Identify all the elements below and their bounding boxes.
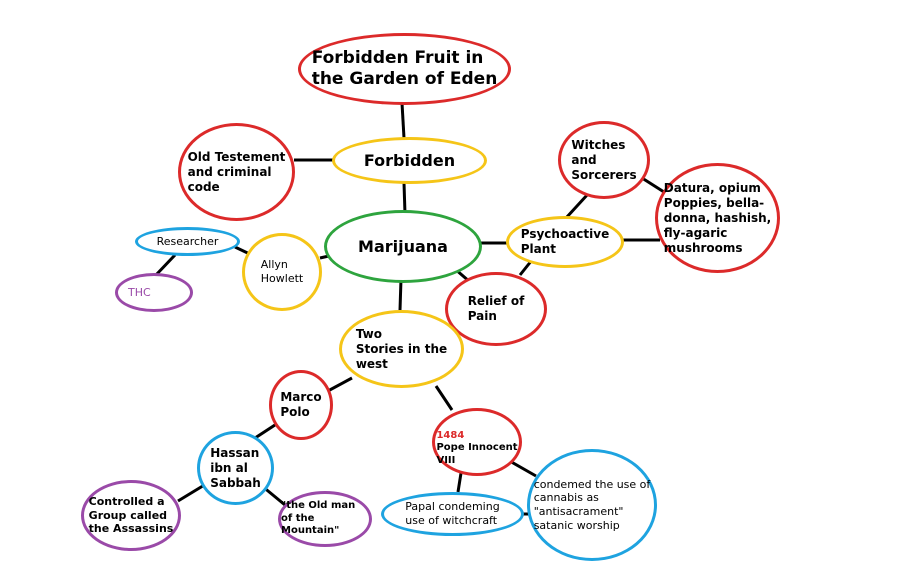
node-marijuana[interactable]: Marijuana <box>324 210 482 283</box>
edge-researcher-thc <box>153 253 177 278</box>
node-allyn-howlett[interactable]: Allyn Howlett <box>242 233 322 311</box>
edge-witches-datura <box>641 176 665 194</box>
node-marco-polo-label: Marco Polo <box>280 390 322 419</box>
node-forbidden-label: Forbidden <box>363 150 456 170</box>
edge-garden-forbidden <box>400 102 406 139</box>
node-thc[interactable]: THC <box>115 273 193 312</box>
node-researcher-label: Researcher <box>156 234 219 248</box>
node-assassins[interactable]: Controlled a Group called the Assassins <box>81 480 181 551</box>
node-old-man-label: "the Old man of the Mountain" <box>281 500 356 537</box>
edge-hassan-assassins <box>177 482 207 503</box>
node-thc-label: THC <box>128 285 151 299</box>
node-pope-year: 1484 <box>436 429 465 441</box>
node-condemned-label: condemed the use of cannabis as "antisac… <box>533 477 651 532</box>
node-garden-of-eden[interactable]: Forbidden Fruit in the Garden of Eden <box>298 33 511 105</box>
node-witches[interactable]: Witches and Sorcerers <box>558 121 650 199</box>
node-hassan[interactable]: Hassan ibn al Sabbah <box>197 431 274 505</box>
node-relief-label: Relief of Pain <box>467 294 525 323</box>
node-papal-label: Papal condeming use of witchcraft <box>405 500 500 527</box>
node-two-stories[interactable]: Two Stories in the west <box>339 310 464 388</box>
node-researcher[interactable]: Researcher <box>135 227 240 256</box>
node-garden-of-eden-label: Forbidden Fruit in the Garden of Eden <box>311 47 498 89</box>
edge-two-stories-pope <box>434 385 454 411</box>
node-psychoactive[interactable]: Psychoactive Plant <box>506 216 624 268</box>
node-psychoactive-label: Psychoactive Plant <box>520 227 610 256</box>
node-marco-polo[interactable]: Marco Polo <box>269 370 333 440</box>
edge-psychoactive-witches <box>564 192 590 220</box>
node-papal[interactable]: Papal condeming use of witchcraft <box>381 492 524 536</box>
node-pope-label: Pope Innocent VIII <box>436 442 518 466</box>
edge-pope-papal <box>456 472 463 493</box>
node-condemned[interactable]: condemed the use of cannabis as "antisac… <box>527 449 657 561</box>
node-datura[interactable]: Datura, opium Poppies, bella- donna, has… <box>655 163 780 273</box>
node-hassan-label: Hassan ibn al Sabbah <box>210 445 261 490</box>
node-old-man[interactable]: "the Old man of the Mountain" <box>278 491 372 547</box>
node-relief[interactable]: Relief of Pain <box>445 272 547 346</box>
node-old-testament[interactable]: Old Testement and criminal code <box>178 123 295 221</box>
node-datura-label: Datura, opium Poppies, bella- donna, has… <box>663 180 772 255</box>
node-witches-label: Witches and Sorcerers <box>571 137 637 182</box>
edge-marijuana-two-stories <box>398 278 403 311</box>
node-forbidden[interactable]: Forbidden <box>332 137 487 184</box>
node-marijuana-label: Marijuana <box>358 236 448 256</box>
edge-forbidden-marijuana <box>402 182 407 215</box>
node-allyn-howlett-label: Allyn Howlett <box>260 258 304 285</box>
edge-two-stories-marco <box>325 376 353 394</box>
node-old-testament-label: Old Testement and criminal code <box>187 149 286 194</box>
node-two-stories-label: Two Stories in the west <box>355 326 448 371</box>
node-assassins-label: Controlled a Group called the Assassins <box>88 494 174 536</box>
